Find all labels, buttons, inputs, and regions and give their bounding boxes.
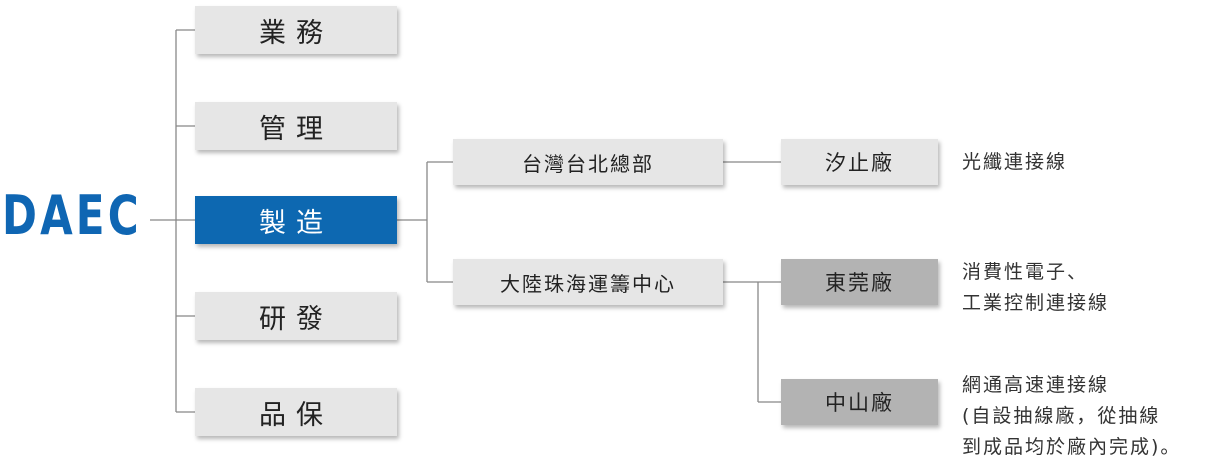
- desc-line: 光纖連接線: [962, 151, 1068, 173]
- desc-line: (自設抽線廠，從抽線: [962, 405, 1161, 427]
- plant-dongguan: 東莞廠: [781, 259, 938, 305]
- desc-line: 消費性電子、: [962, 261, 1089, 283]
- plant-xizhi: 汐止廠: [781, 139, 938, 185]
- desc-line: 網通高速連接線: [962, 374, 1110, 396]
- desc-line: 工業控制連接線: [962, 292, 1110, 314]
- site-taipei-hq: 台灣台北總部: [453, 139, 723, 185]
- site-zhuhai-center: 大陸珠海運籌中心: [453, 259, 723, 305]
- plant-zhongshan: 中山廠: [781, 379, 938, 425]
- desc-zhongshan: 網通高速連接線 (自設抽線廠，從抽線 到成品均於廠內完成)。: [962, 370, 1181, 463]
- daec-logo: DAEC: [2, 183, 142, 247]
- dept-manufacturing: 製造: [195, 196, 397, 244]
- dept-management: 管理: [195, 102, 397, 150]
- desc-line: 到成品均於廠內完成)。: [962, 436, 1182, 458]
- dept-qa: 品保: [195, 388, 397, 436]
- desc-xizhi: 光纖連接線: [962, 147, 1067, 178]
- dept-rnd: 研發: [195, 292, 397, 340]
- dept-sales: 業務: [195, 6, 397, 54]
- desc-dongguan: 消費性電子、 工業控制連接線: [962, 257, 1109, 319]
